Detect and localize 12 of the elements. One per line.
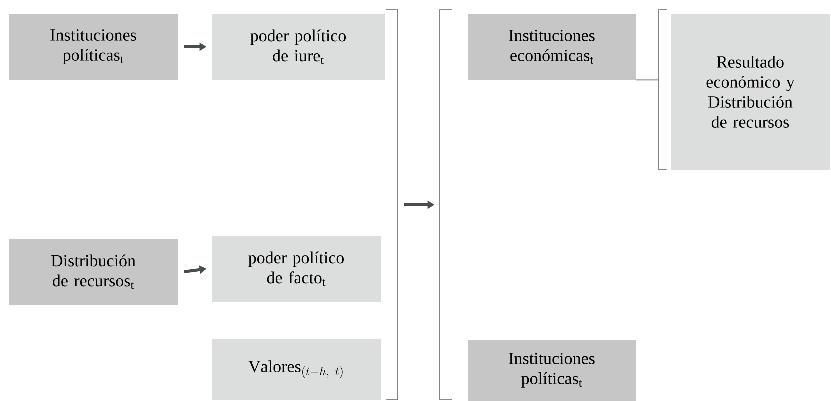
text-box: Distribución de recursos$_{t}$ — [9, 238, 178, 305]
bracket — [440, 10, 452, 400]
text-box: Resultado económico y Distribución de recursos — [671, 14, 830, 170]
connector — [636, 80, 660, 81]
text-box: poder político de iure$_{t}$ — [212, 14, 385, 80]
text-box: Instituciones políticas$_{t}$ — [9, 14, 178, 80]
text-box: poder político de facto$_{t}$ — [212, 236, 381, 302]
text-box: $\mathrm{Valores}_{(t-h,\ t)}$ — [212, 338, 381, 400]
text-box: Instituciones económicas$_{t}$ — [468, 14, 636, 80]
bracket — [658, 10, 668, 170]
text-box: Instituciones políticas$_{t}$ — [468, 340, 636, 401]
bracket — [386, 10, 398, 400]
